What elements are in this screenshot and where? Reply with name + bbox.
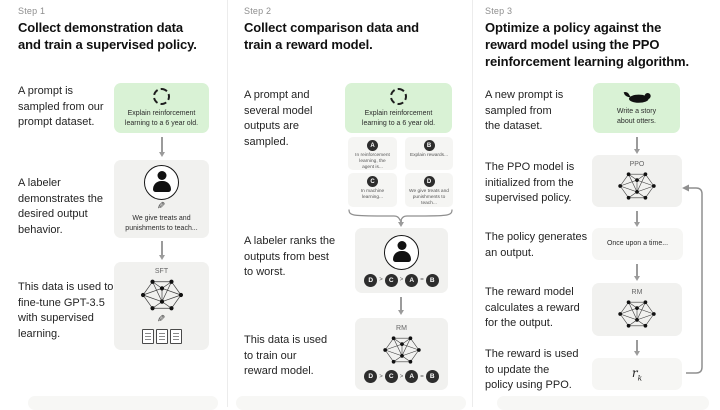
- down-arrow-icon: [161, 241, 163, 256]
- step1-heading: Collect demonstration data and train a s…: [18, 20, 197, 52]
- step1-prompt-label: A prompt is sampled from our prompt data…: [18, 85, 104, 129]
- pencil-icon: ✎: [157, 314, 166, 325]
- rm-tag: RM: [631, 289, 643, 296]
- down-arrow-icon: [636, 264, 638, 277]
- rm-tag: RM: [396, 325, 407, 332]
- document-icon: [155, 329, 168, 344]
- rank-letter: B: [425, 370, 439, 383]
- neural-network-icon: [382, 336, 421, 364]
- document-icon: [141, 329, 154, 344]
- step2-heading: Collect comparison data and train a rewa…: [244, 20, 420, 52]
- letter-badge: B: [423, 140, 435, 151]
- step2-ranking-box: D > C > A = B: [355, 228, 448, 293]
- output-chip-d: D We give treats and punishments to teac…: [405, 173, 453, 207]
- down-arrow-icon: [636, 211, 638, 223]
- labeler-person-icon: [144, 164, 179, 200]
- step3-newprompt-label: A new prompt is sampled from the dataset…: [485, 89, 564, 133]
- sft-tag: SFT: [154, 268, 169, 275]
- column-divider-2: [472, 0, 473, 407]
- step3-update-label: The reward is used to update the policy …: [485, 348, 579, 392]
- step3-label: Step 3: [485, 6, 513, 16]
- down-arrow-icon: [161, 137, 163, 153]
- down-arrow-icon: [400, 297, 402, 311]
- step2-train-label: This data is used to train our reward mo…: [244, 334, 328, 378]
- rank-separator: >: [379, 373, 383, 380]
- step3-generates-label: The policy generates an output.: [485, 231, 588, 259]
- step3-prompt-text: Write a story about otters.: [616, 108, 657, 125]
- output-text: Explain rewards...: [409, 153, 449, 158]
- neural-network-icon: [618, 171, 656, 200]
- next-row-partial-box: [28, 396, 218, 410]
- step2-prompt-text: Explain reinforcement learning to a 6 ye…: [361, 109, 436, 127]
- step2-column: Step 2 Collect comparison data and train…: [228, 0, 472, 407]
- step2-label: Step 2: [244, 6, 272, 16]
- step3-reward-box: rk: [592, 358, 682, 390]
- step2-sampled-label: A prompt and several model outputs are s…: [244, 89, 313, 148]
- output-text: In machine learning...: [360, 189, 385, 201]
- step3-ppo-box: PPO: [592, 155, 682, 207]
- step3-output-text: Once upon a time...: [606, 240, 669, 248]
- rank-separator: >: [399, 373, 404, 380]
- rank-letter: C: [384, 273, 398, 287]
- step2-prompt-box: Explain reinforcement learning to a 6 ye…: [345, 83, 452, 133]
- sample-cycle-icon: [153, 87, 170, 105]
- reward-symbol: rk: [631, 365, 643, 383]
- rank-letter: A: [405, 273, 419, 287]
- output-text: We give treats and punishments to teach.…: [409, 189, 449, 207]
- sample-cycle-icon: [390, 87, 407, 105]
- ppo-tag: PPO: [629, 160, 645, 168]
- step3-rm-box: RM: [592, 283, 682, 336]
- ranking-row: D > C > A = B: [364, 273, 439, 287]
- down-arrow-icon: [636, 340, 638, 352]
- rank-separator: =: [420, 373, 424, 380]
- ranking-row: D > C > A = B: [364, 370, 439, 383]
- step1-finetune-label: This data is used to fine-tune GPT-3.5 w…: [18, 281, 114, 340]
- step1-sft-box: SFT ✎: [114, 262, 209, 350]
- documents-icon: [141, 329, 182, 344]
- step1-label: Step 1: [18, 6, 46, 16]
- step2-ranks-label: A labeler ranks the outputs from best to…: [244, 235, 336, 279]
- column-divider-1: [227, 0, 228, 407]
- rank-separator: >: [399, 277, 404, 283]
- rank-separator: >: [379, 277, 383, 283]
- otter-icon: [623, 92, 651, 104]
- rank-letter: D: [364, 273, 378, 287]
- step3-ppoinit-label: The PPO model is initialized from the su…: [485, 161, 575, 205]
- next-row-partial-box: [236, 396, 466, 410]
- rank-letter: D: [364, 370, 378, 383]
- down-arrow-icon: [636, 137, 638, 150]
- rank-letter: A: [405, 370, 419, 383]
- document-icon: [169, 329, 182, 344]
- step3-prompt-box: Write a story about otters.: [593, 83, 680, 133]
- step3-heading: Optimize a policy against the reward mod…: [485, 20, 690, 69]
- neural-network-icon: [140, 279, 183, 311]
- letter-badge: D: [423, 176, 435, 187]
- next-row-partial-box: [497, 396, 709, 410]
- output-text: In reinforcement learning, the agent is.…: [355, 153, 390, 171]
- step1-prompt-text: Explain reinforcement learning to a 6 ye…: [124, 109, 199, 127]
- step3-output-box: Once upon a time...: [592, 228, 683, 260]
- pencil-icon: ✎: [157, 200, 166, 212]
- letter-badge: A: [367, 140, 378, 151]
- letter-badge: C: [367, 176, 378, 187]
- step1-column: Step 1 Collect demonstration data and tr…: [0, 0, 227, 407]
- labeler-person-icon: [384, 234, 419, 270]
- output-chip-a: A In reinforcement learning, the agent i…: [348, 137, 397, 170]
- rank-letter: B: [425, 273, 439, 287]
- step3-column: Step 3 Optimize a policy against the rew…: [473, 0, 720, 407]
- output-chip-b: B Explain rewards...: [405, 137, 453, 170]
- down-arrow-icon: [400, 220, 402, 223]
- rank-letter: C: [384, 370, 398, 383]
- step2-rm-box: RM D > C > A = B: [355, 318, 448, 390]
- rank-separator: =: [420, 277, 424, 283]
- step3-rewardcalc-label: The reward model calculates a reward for…: [485, 286, 580, 330]
- step1-prompt-box: Explain reinforcement learning to a 6 ye…: [114, 83, 209, 133]
- neural-network-icon: [618, 300, 656, 328]
- output-chip-c: C In machine learning...: [348, 173, 397, 207]
- step1-labeler-box: ✎ We give treats and punishments to teac…: [114, 160, 209, 238]
- step1-demo-text: We give treats and punishments to teach.…: [125, 214, 198, 232]
- step1-labeler-label: A labeler demonstrates the desired outpu…: [18, 177, 103, 236]
